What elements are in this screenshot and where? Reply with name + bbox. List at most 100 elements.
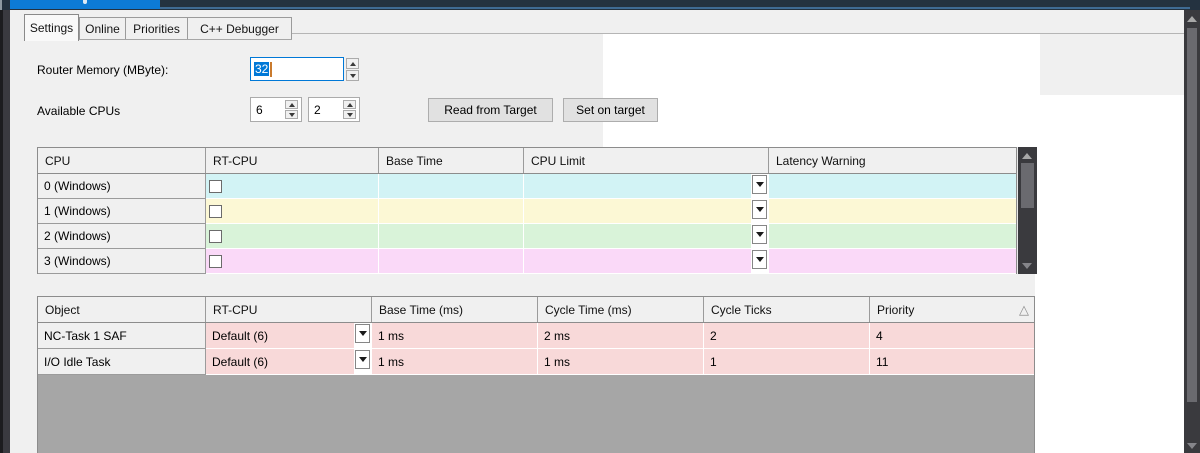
document-tab-text-fragment <box>83 0 87 4</box>
scrollbar-thumb[interactable] <box>1187 28 1197 402</box>
cpu-name-cell: 3 (Windows) <box>38 249 206 274</box>
task-table-column-header[interactable]: Cycle Time (ms) <box>538 297 704 322</box>
spinner-down-icon <box>288 112 295 117</box>
rt-cpu-select-cell: Default (6) <box>206 349 372 375</box>
rt-cpu-dropdown-button[interactable] <box>355 324 370 343</box>
cpu-table-column-header[interactable]: Latency Warning <box>776 153 866 168</box>
cpu-table-column-header[interactable]: CPU <box>38 148 206 173</box>
cpu-table-column-header[interactable]: RT-CPU <box>206 148 379 173</box>
rt-cpu-dropdown-strip <box>354 323 371 348</box>
sort-ascending-icon: △ <box>1019 301 1029 317</box>
latency-warning-cell <box>769 199 1016 224</box>
cpu-limit-dropdown-button[interactable] <box>752 200 767 219</box>
rt-cpu-checkbox[interactable] <box>209 254 222 268</box>
router-memory-spinner: 32 <box>250 57 360 81</box>
scroll-down-icon[interactable] <box>1022 263 1032 269</box>
rt-cpu-count-spinner[interactable]: 2 <box>308 97 360 122</box>
cpu-limit-cell <box>524 249 769 274</box>
left-window-edge-dark <box>0 10 3 453</box>
cpu-name-cell: 2 (Windows) <box>38 224 206 249</box>
cpu-limit-cell <box>524 199 769 224</box>
priority-cell: 4 <box>870 323 1034 349</box>
task-table-column-header[interactable]: Object <box>38 297 206 322</box>
object-name-cell: NC-Task 1 SAF <box>38 323 206 349</box>
base-time-cell <box>379 249 524 274</box>
rt-cpu-dropdown-button[interactable] <box>355 350 370 369</box>
rt-cpu-cell <box>206 174 379 199</box>
cpu-table-column-header[interactable]: Base Time <box>379 148 524 173</box>
window-title-bar <box>0 0 1200 10</box>
tab-online[interactable]: Online <box>79 17 126 40</box>
read-from-target-button[interactable]: Read from Target <box>428 98 553 122</box>
spinner-down-button[interactable] <box>343 110 356 119</box>
spinner-up-icon <box>288 102 295 107</box>
cpu-count-spinner[interactable]: 6 <box>250 97 302 122</box>
cpu-limit-dropdown-button[interactable] <box>752 250 767 269</box>
router-memory-label: Router Memory (MByte): <box>37 63 169 77</box>
scrollbar-thumb[interactable] <box>1021 163 1034 208</box>
rt-cpu-checkbox[interactable] <box>209 179 222 193</box>
cpu-limit-cell <box>524 174 769 199</box>
tab-strip-underline <box>79 39 292 40</box>
cpu-limit-dropdown-strip <box>751 174 768 198</box>
cpu-name-cell: 1 (Windows) <box>38 199 206 224</box>
latency-warning-cell <box>769 249 1016 274</box>
spinner-down-button[interactable] <box>346 70 359 81</box>
scroll-up-icon[interactable] <box>1022 153 1032 159</box>
cpu-table-row: 1 (Windows) <box>38 199 1016 224</box>
cycle-time-cell: 1 ms <box>538 349 704 375</box>
cycle-ticks-cell: 2 <box>704 323 870 349</box>
cpu-table-scrollbar[interactable] <box>1017 147 1037 274</box>
scroll-up-icon[interactable] <box>1187 16 1197 22</box>
cpu-limit-dropdown-button[interactable] <box>752 225 767 244</box>
cpu-limit-dropdown-button[interactable] <box>752 175 767 194</box>
task-table-column-header[interactable]: Priority△ <box>877 301 1029 317</box>
rt-cpu-checkbox[interactable] <box>209 204 222 218</box>
tab-cpp-debugger[interactable]: C++ Debugger <box>187 17 292 40</box>
dropdown-arrow-icon <box>755 182 764 187</box>
spinner-up-button[interactable] <box>285 100 298 109</box>
cpu-table-row: 0 (Windows) <box>38 174 1016 199</box>
cpu-name-cell: 0 (Windows) <box>38 174 206 199</box>
dropdown-arrow-icon <box>755 232 764 237</box>
rt-cpu-dropdown-strip <box>354 349 371 374</box>
set-on-target-button[interactable]: Set on target <box>563 98 658 122</box>
panel-background-topright <box>1040 34 1184 95</box>
task-table-column-header[interactable]: Cycle Ticks <box>704 297 870 322</box>
cpu-limit-cell <box>524 224 769 249</box>
active-document-tab-strip[interactable] <box>10 0 160 9</box>
task-table-column-header[interactable]: RT-CPU <box>206 297 372 322</box>
object-name-cell: I/O Idle Task <box>38 349 206 375</box>
latency-warning-cell <box>769 174 1016 199</box>
window-edge-highlight <box>0 0 2 10</box>
task-table-column-header[interactable]: Base Time (ms) <box>372 297 538 322</box>
tab-priorities[interactable]: Priorities <box>125 17 188 40</box>
latency-warning-cell <box>769 224 1016 249</box>
spinner-down-button[interactable] <box>285 110 298 119</box>
dropdown-arrow-icon <box>358 331 367 336</box>
tab-settings[interactable]: Settings <box>24 14 79 41</box>
rt-cpu-cell <box>206 249 379 274</box>
router-memory-input[interactable]: 32 <box>250 57 344 81</box>
scroll-down-icon[interactable] <box>1187 443 1197 449</box>
cpu-table-row: 2 (Windows) <box>38 224 1016 249</box>
spinner-up-button[interactable] <box>346 58 359 69</box>
cycle-ticks-cell: 1 <box>704 349 870 375</box>
rt-cpu-checkbox[interactable] <box>209 229 222 243</box>
page-scrollbar[interactable] <box>1184 10 1200 453</box>
base-time-cell <box>379 174 524 199</box>
dropdown-arrow-icon <box>755 257 764 262</box>
rt-cpu-cell <box>206 199 379 224</box>
dropdown-arrow-icon <box>358 357 367 362</box>
available-cpus-label: Available CPUs <box>37 104 121 118</box>
cpu-table-column-header[interactable]: CPU Limit <box>524 148 769 173</box>
spinner-up-button[interactable] <box>343 100 356 109</box>
cycle-time-cell: 2 ms <box>538 323 704 349</box>
base-time-cell <box>379 224 524 249</box>
cpu-limit-dropdown-strip <box>751 224 768 248</box>
cpu-count-value: 6 <box>256 102 263 117</box>
